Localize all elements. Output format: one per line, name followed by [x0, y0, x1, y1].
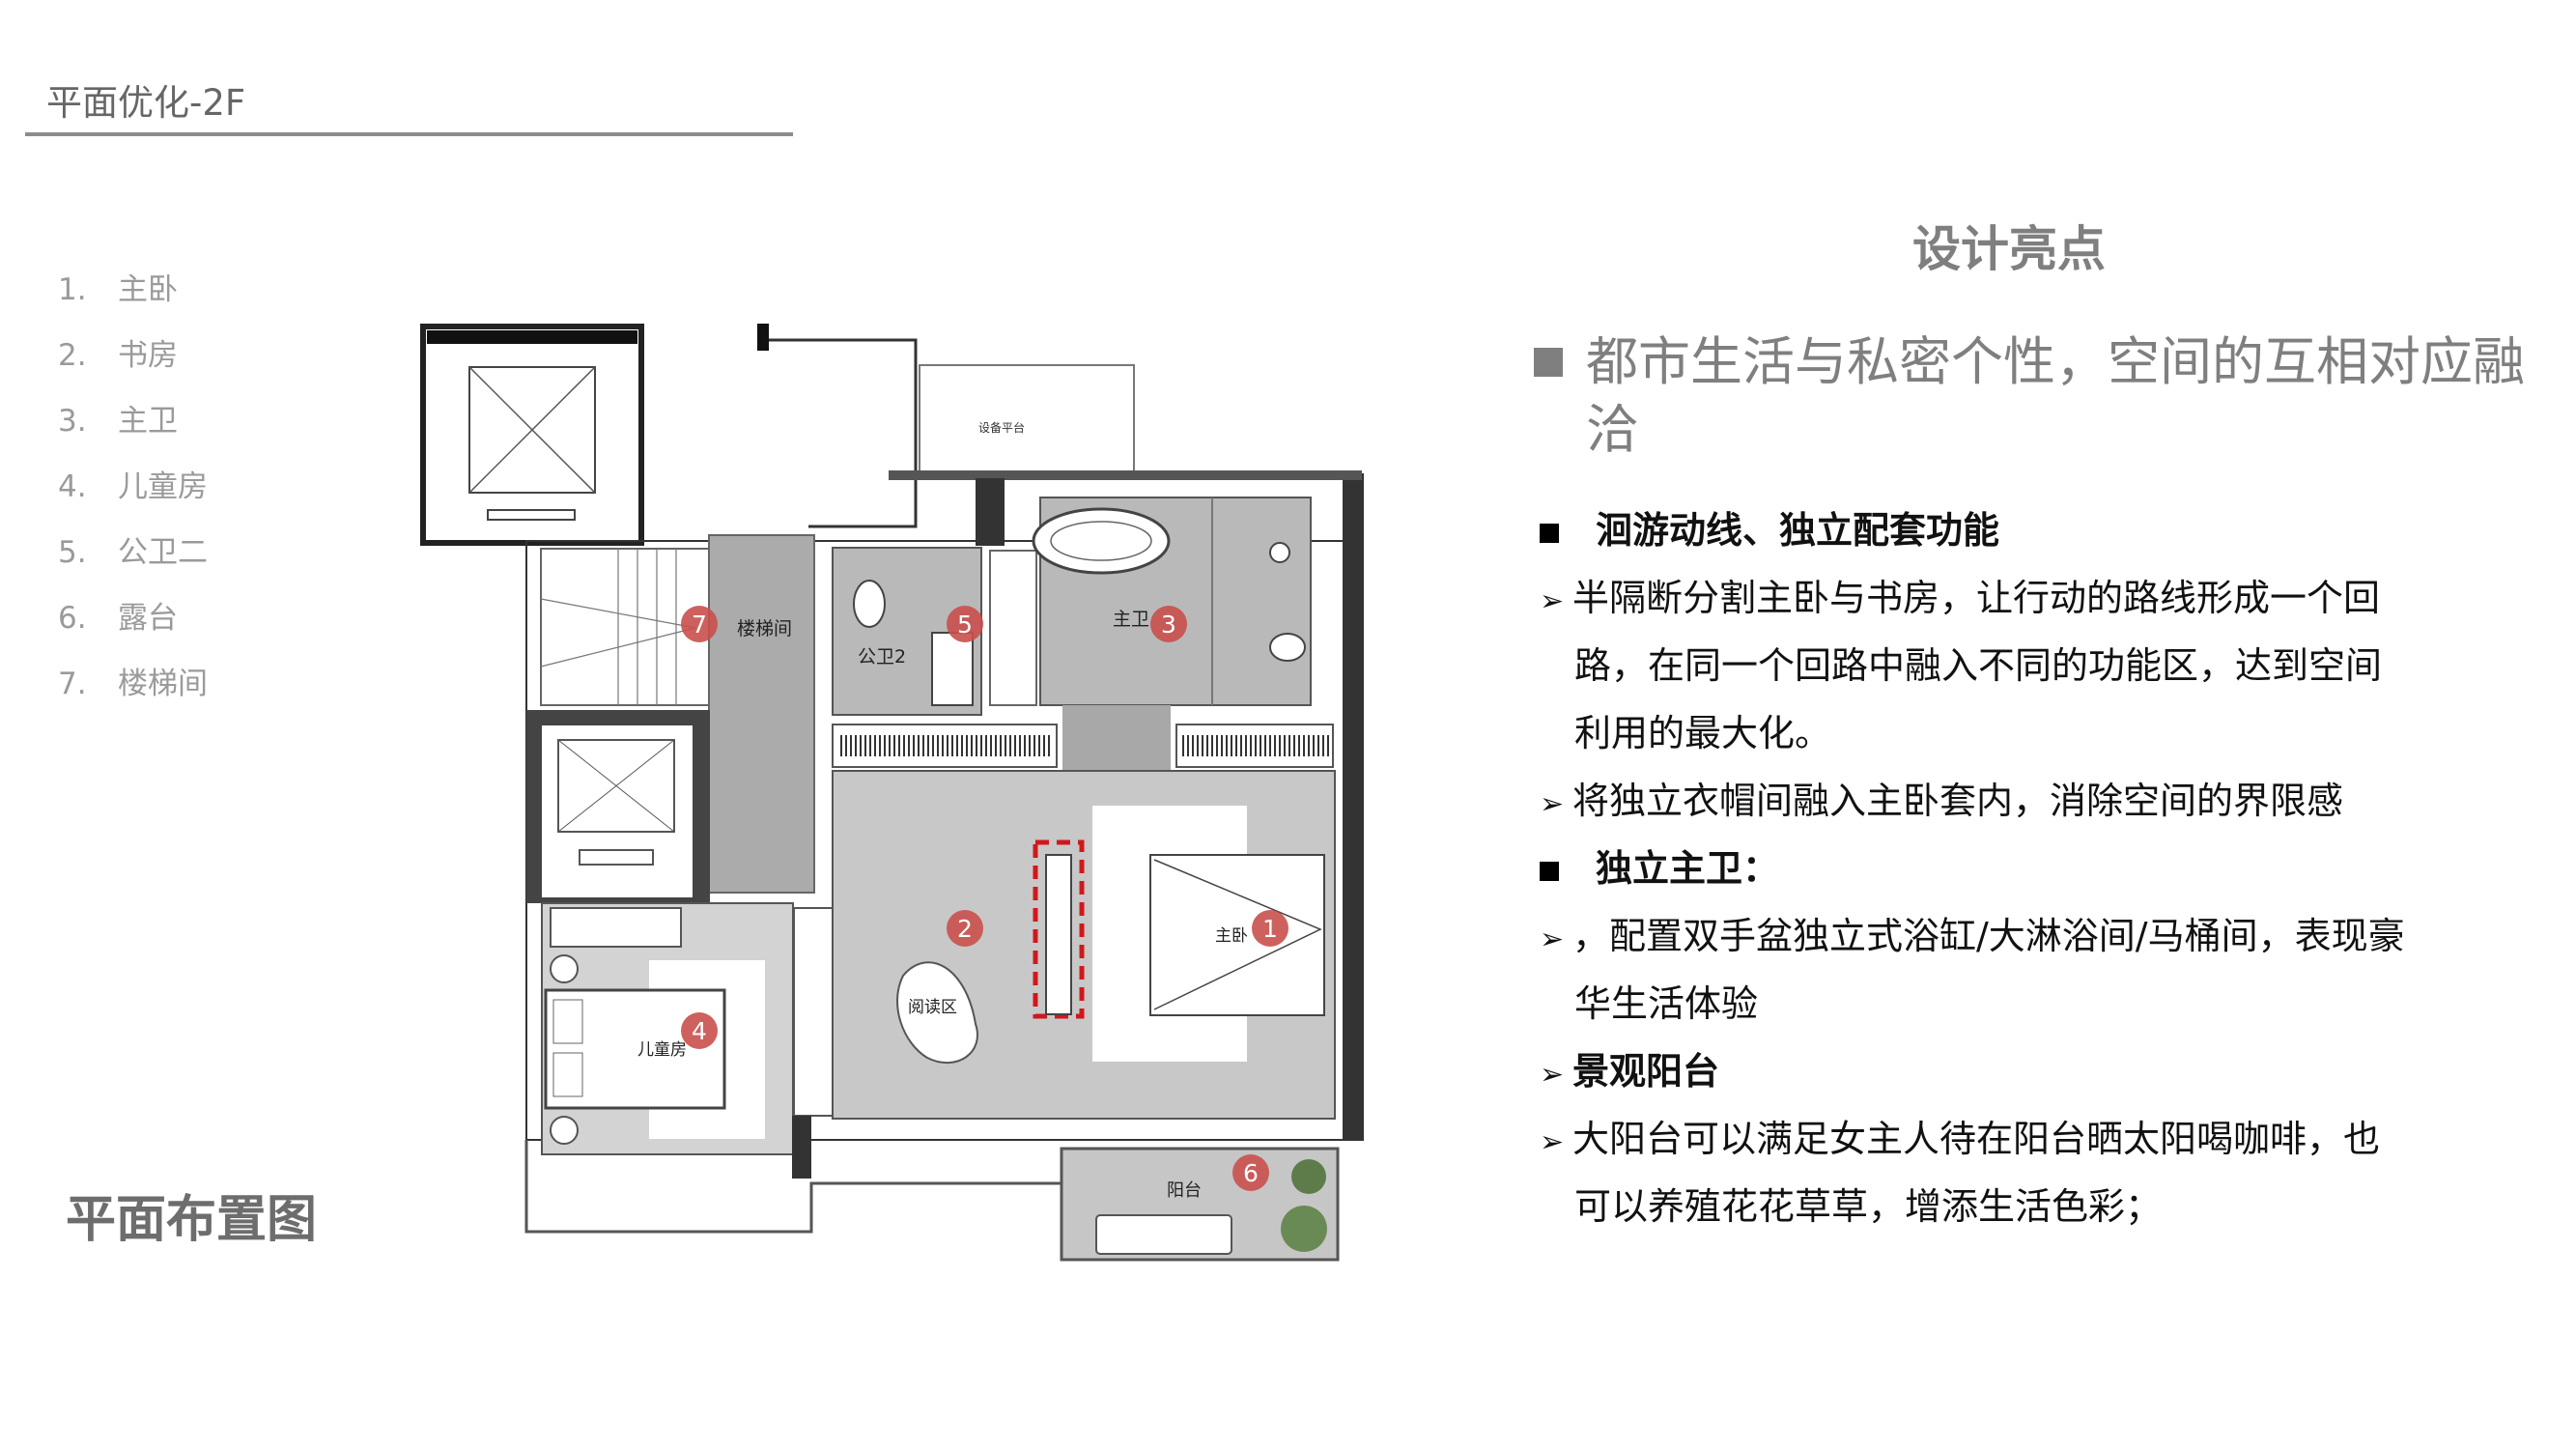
elevator-shaft-top — [420, 324, 644, 546]
svg-text:1: 1 — [1262, 915, 1278, 943]
arrow-bullet-icon: ➢ — [1540, 1125, 1565, 1159]
legend-label: 主卧 — [118, 272, 178, 307]
room-label-kids: 儿童房 — [637, 1040, 687, 1060]
marker-5: 5 — [947, 606, 983, 642]
square-bullet-icon — [1540, 861, 1559, 881]
legend-label: 公卫二 — [118, 535, 208, 570]
legend-num: 2. — [58, 338, 87, 373]
legend-item: 4. 儿童房 — [58, 462, 208, 505]
legend-item: 5. 公卫二 — [58, 527, 208, 571]
legend-num: 4. — [58, 469, 87, 504]
point-heading: ➢景观阳台 — [1540, 1050, 1720, 1093]
room-label-reading: 阅读区 — [908, 998, 957, 1017]
room-label-master-bedroom: 主卧 — [1215, 926, 1248, 946]
legend-item: 6. 露台 — [58, 593, 178, 637]
arrow-bullet-icon: ➢ — [1540, 1058, 1565, 1092]
svg-text:2: 2 — [957, 915, 973, 943]
marker-3: 3 — [1150, 606, 1187, 642]
square-bullet-icon — [1534, 348, 1563, 377]
room-label-balcony: 阳台 — [1167, 1180, 1202, 1201]
plan-caption: 平面布置图 — [66, 1191, 318, 1249]
legend-num: 6. — [58, 601, 87, 636]
svg-text:6: 6 — [1243, 1159, 1259, 1187]
legend-item: 1. 主卧 — [58, 265, 178, 308]
point-line: 利用的最大化。 — [1574, 712, 1832, 754]
room-label-master-bath: 主卫 — [1113, 609, 1149, 630]
legend-num: 3. — [58, 404, 87, 439]
legend-num: 7. — [58, 667, 87, 701]
arrow-bullet-icon: ➢ — [1540, 584, 1565, 618]
marker-4: 4 — [681, 1012, 718, 1049]
title-underline — [25, 132, 793, 136]
room-label-equipment: 设备平台 — [978, 420, 1025, 435]
svg-text:7: 7 — [692, 611, 707, 639]
point-line: ➢将独立衣帽间融入主卧套内，消除空间的界限感 — [1540, 780, 2344, 822]
page-title: 平面优化-2F — [46, 82, 246, 124]
highlight-partition — [1033, 839, 1085, 1019]
point-line: ➢半隔断分割主卧与书房，让行动的路线形成一个回 — [1540, 577, 2381, 619]
square-bullet-icon — [1540, 523, 1559, 543]
legend-item: 3. 主卫 — [58, 396, 178, 440]
legend-label: 儿童房 — [118, 469, 208, 504]
svg-text:4: 4 — [692, 1017, 707, 1045]
arrow-bullet-icon: ➢ — [1540, 787, 1565, 821]
legend-num: 1. — [58, 272, 87, 307]
legend-label: 书房 — [118, 338, 178, 373]
room-label-public-bath: 公卫2 — [858, 646, 906, 668]
point-heading: 独立主卫： — [1540, 838, 1779, 892]
point-line: 路，在同一个回路中融入不同的功能区，达到空间 — [1574, 644, 2383, 687]
highlights-heading: 都市生活与私密个性，空间的互相对应融洽 — [1586, 331, 2525, 460]
legend-item: 7. 楼梯间 — [58, 659, 208, 702]
legend-label: 主卫 — [118, 404, 178, 439]
marker-1: 1 — [1252, 910, 1288, 947]
legend-label: 楼梯间 — [118, 667, 208, 701]
highlights-title: 设计亮点 — [1912, 221, 2106, 277]
point-line: ➢大阳台可以满足女主人待在阳台晒太阳喝咖啡，也 — [1540, 1118, 2381, 1160]
legend-item: 2. 书房 — [58, 330, 178, 374]
point-line: 华生活体验 — [1574, 982, 1759, 1025]
marker-6: 6 — [1232, 1154, 1269, 1191]
arrow-bullet-icon: ➢ — [1540, 923, 1565, 956]
marker-2: 2 — [947, 910, 983, 947]
point-heading: 洄游动线、独立配套功能 — [1540, 500, 1999, 554]
point-line: ➢，配置双手盆独立式浴缸/大淋浴间/马桶间，表现豪 — [1540, 915, 2405, 957]
legend-label: 露台 — [118, 601, 178, 636]
marker-7: 7 — [681, 606, 718, 642]
svg-text:3: 3 — [1161, 611, 1176, 639]
point-line: 可以养殖花花草草，增添生活色彩； — [1574, 1185, 2163, 1228]
room-label-stairs: 楼梯间 — [737, 618, 792, 639]
svg-text:5: 5 — [957, 611, 973, 639]
legend-num: 5. — [58, 535, 87, 570]
